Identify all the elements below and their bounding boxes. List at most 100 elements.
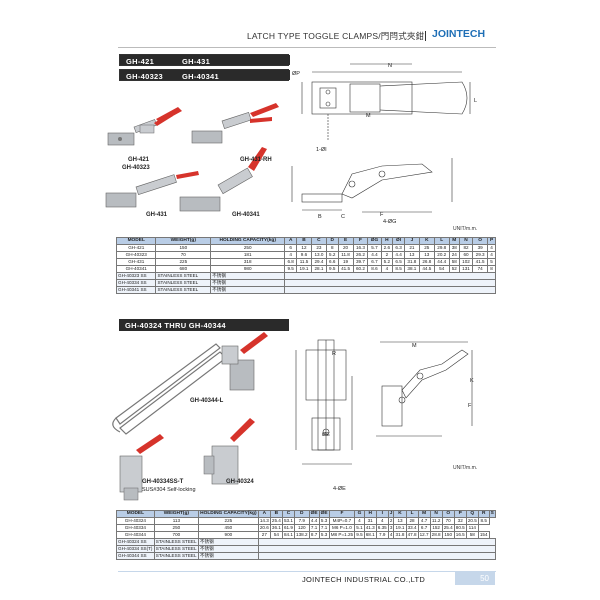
table-cell: 6.3 xyxy=(392,244,405,252)
table-header-cell: MODEL xyxy=(116,510,155,518)
table-header-cell: B xyxy=(296,237,312,245)
table-cell: 4 xyxy=(487,244,496,252)
material-name-cell: STAINLESS STEEL xyxy=(153,538,199,546)
table-cell: 12 xyxy=(296,244,312,252)
drawing2-label-m: M xyxy=(412,343,417,349)
table-header-cell: G xyxy=(354,510,365,518)
table-cell: 150 xyxy=(155,244,212,252)
table-header-cell: Q xyxy=(465,510,479,518)
table-header-cell: ØE xyxy=(308,510,320,518)
table-cell: 450 xyxy=(197,524,259,532)
table-cell: 25.4 xyxy=(441,524,455,532)
material-cn-cell: 不锈钢 xyxy=(210,286,286,294)
table-cell: 19 xyxy=(337,258,354,266)
table-cell: 5.2 xyxy=(325,251,339,259)
material-name-cell: STAINLESS STEEL xyxy=(155,279,212,287)
table-cell: 31 xyxy=(363,517,377,525)
material-model-cell: GH-40344 SS xyxy=(116,552,155,560)
table-header-cell: B xyxy=(269,510,283,518)
clamp-photo-gh40324 xyxy=(203,418,255,485)
table-cell: 41.3 xyxy=(363,524,377,532)
table-cell: GH-40323 xyxy=(115,251,157,259)
table-header-cell: WEIGHT(g) xyxy=(155,237,212,245)
clamp-photos-group-1 xyxy=(105,103,279,212)
table-cell: 70 xyxy=(441,517,455,525)
material-model-cell: GH-40323 SS xyxy=(115,272,157,280)
banner-model-gh421: GH-421 xyxy=(126,57,155,66)
drawing2-label-f: F xyxy=(468,403,472,409)
table-header-cell: S xyxy=(488,510,497,518)
material-cn-cell: 不锈钢 xyxy=(197,552,259,560)
table-header-cell: P xyxy=(487,237,496,245)
photo-label-gh40334sst: GH-40334SS-T xyxy=(142,479,184,485)
table-cell: 9.5 xyxy=(325,265,339,273)
table-cell: 41.5 xyxy=(337,265,354,273)
table-cell: 13.0 xyxy=(310,251,327,259)
table-cell: 8.6 xyxy=(367,265,382,273)
table-cell: 4 xyxy=(375,517,389,525)
table-header-cell: F xyxy=(328,510,356,518)
material-cn-cell: 不锈钢 xyxy=(210,272,286,280)
material-empty-cell xyxy=(284,272,496,280)
model-banner-2: GH-40323 GH-40341 xyxy=(119,69,290,81)
table-cell: 102 xyxy=(458,258,474,266)
table-cell: 4.4 xyxy=(392,251,405,259)
photo-label-self-locking: SUS#304 Self-locking xyxy=(142,487,196,493)
table-cell: 13 xyxy=(403,251,420,259)
table-cell: 74 xyxy=(472,265,489,273)
table-cell: 70 xyxy=(155,251,212,259)
table-cell: 6 xyxy=(284,244,298,252)
table-cell: 4.4 xyxy=(308,517,320,525)
table-cell: 5.3 xyxy=(318,517,330,525)
photo-label-gh421: GH-421 xyxy=(128,157,150,163)
photo-label-gh40324: GH-40324 xyxy=(226,479,254,485)
drawing-label-og: 4-ØG xyxy=(383,219,397,225)
drawing-label-f: F xyxy=(380,212,384,218)
table-header-cell: R xyxy=(477,510,490,518)
photo-label-gh40344l: GH-40344-L xyxy=(190,398,224,404)
table-cell: 120 xyxy=(293,524,310,532)
table-cell: 39 xyxy=(472,244,489,252)
table-cell: 5.1 xyxy=(354,524,365,532)
table-cell: 9.5 xyxy=(354,531,365,539)
section-title-bar-2: GH-40324 THRU GH-40344 xyxy=(119,319,289,331)
table-cell: 225 xyxy=(197,517,259,525)
table-cell: 6.35 xyxy=(375,524,389,532)
table-header-cell: A xyxy=(284,237,298,245)
banner-model-gh431: GH-431 xyxy=(182,57,211,66)
clamp-photo-gh40344l xyxy=(112,332,268,435)
table-cell: 9.6 xyxy=(296,251,312,259)
table-header-cell: ØG xyxy=(367,237,382,245)
table-cell: 19.1 xyxy=(393,524,407,532)
table-cell: 7.9 xyxy=(293,517,310,525)
table-cell: 5.2 xyxy=(380,258,394,266)
table-cell: 154 xyxy=(477,531,490,539)
table-cell: 58 xyxy=(448,258,460,266)
table-header-cell: L xyxy=(433,237,450,245)
table-header-cell: C xyxy=(310,237,327,245)
table-cell: 2 xyxy=(380,251,394,259)
table-header-cell: I xyxy=(375,510,389,518)
table-cell: 4.4 xyxy=(367,251,382,259)
table-header-cell: HOLDING CAPACITY(kg) xyxy=(197,510,259,518)
material-name-cell: STAINLESS STEEL xyxy=(153,545,199,553)
table-cell: 6.6 xyxy=(325,258,339,266)
table-cell: 31.8 xyxy=(393,531,407,539)
table-cell: 318 xyxy=(210,258,286,266)
table-cell: 131 xyxy=(458,265,474,273)
table-header-cell: HOLDING CAPACITY(kg) xyxy=(210,237,286,245)
table-cell: 33.4 xyxy=(405,524,419,532)
table-header-cell: O xyxy=(472,237,489,245)
material-empty-cell xyxy=(257,538,497,546)
table-cell: 27 xyxy=(257,531,271,539)
material-name-cell: STAINLESS STEEL xyxy=(155,272,212,280)
material-cn-cell: 不锈钢 xyxy=(210,279,286,287)
